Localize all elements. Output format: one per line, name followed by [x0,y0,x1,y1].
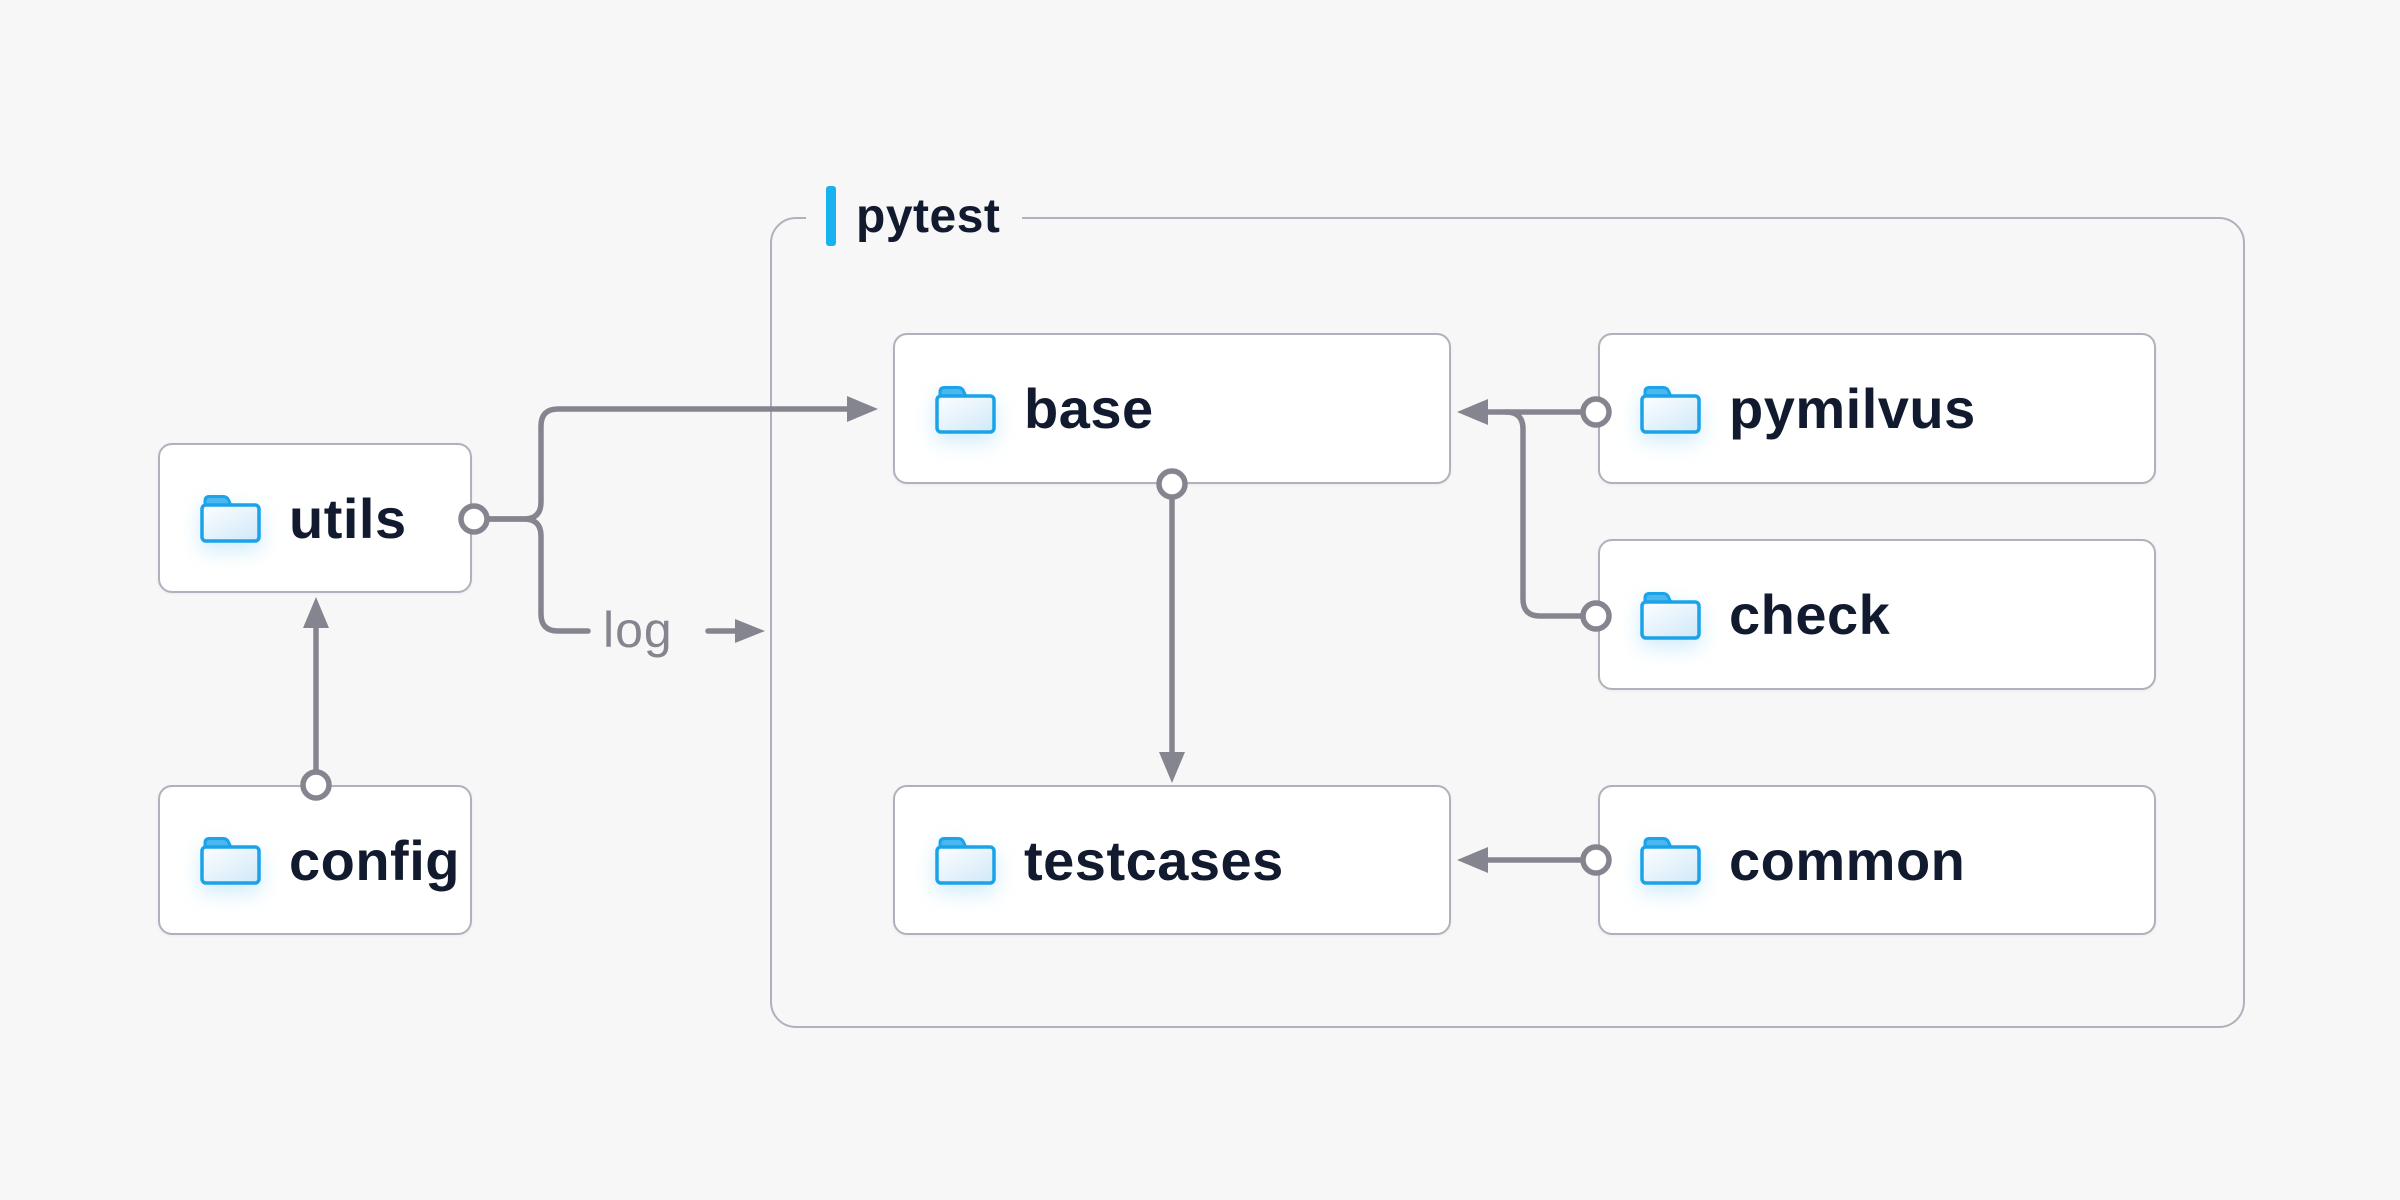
pytest-group-frame [770,217,2245,1028]
node-label: testcases [1024,828,1284,892]
edge-label-log: log [603,602,673,658]
folder-icon [1640,591,1701,640]
folder-icon [1640,385,1701,434]
folder-icon [200,495,261,543]
node-label: check [1729,583,1891,646]
folder-icon [200,837,261,885]
node-label: config [289,828,460,892]
arrowhead-right-icon [735,619,765,643]
folder-icon [935,385,996,434]
edge-config-utils [303,597,329,775]
node-common: common [1598,785,2156,935]
folder-icon [935,837,996,885]
node-label: pymilvus [1729,377,1976,440]
pytest-group-label: pytest [806,183,1023,249]
node-label: utils [289,486,407,550]
node-pymilvus: pymilvus [1598,333,2156,484]
node-utils: utils [158,443,472,593]
pytest-group-label-text: pytest [856,189,1001,243]
node-check: check [1598,539,2156,690]
node-base: base [893,333,1451,484]
arrowhead-up-icon [303,597,329,628]
node-testcases: testcases [893,785,1451,935]
node-label: common [1729,828,1966,892]
node-config: config [158,785,472,935]
folder-icon [1640,837,1701,885]
node-label: base [1024,377,1154,440]
accent-bar-icon [826,186,836,246]
